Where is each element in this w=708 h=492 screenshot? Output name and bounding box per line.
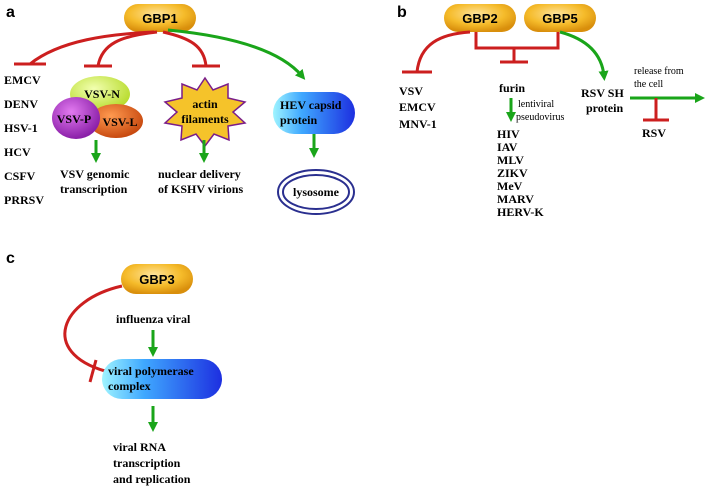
gbp1-inhibit-vsv [96,30,158,67]
furin-virus-list: HIV IAV MLV ZIKV MeV MARV HERV-K [497,127,544,219]
virus-list-item: IAV [497,140,518,154]
gbp2-label: GBP2 [462,11,497,26]
virus-list-item: HERV-K [497,205,544,219]
virus-list-item: CSFV [4,169,36,183]
virus-list-item: MARV [497,192,534,206]
outcome-line1: viral RNA [113,440,166,454]
gbp5-label: GBP5 [542,11,577,26]
vsv-outcome-line2: transcription [60,182,128,196]
virus-list-item: EMCV [4,73,41,87]
gbp3-inhibit-polymerase [63,284,123,373]
gbp3-inhibit-polymerase-bar [88,359,98,383]
gbp1-inhibit-actin [162,30,208,67]
vsv-outcome-line1: VSV genomic [60,167,130,181]
panel-c-letter: c [6,250,15,267]
actin-outcome-line1: nuclear delivery [158,167,241,181]
outcome-line2: transcription [113,456,181,470]
furin-label: furin [499,81,525,95]
release-line1: release from [634,66,684,77]
rsv-sh-line2: protein [586,101,623,115]
rsv-sh-line1: RSV SH [581,86,624,100]
lysosome-node: lysosome [277,169,355,215]
vsv-n-label: VSV-N [84,87,120,101]
virus-list-item: ZIKV [497,166,528,180]
lysosome-label: lysosome [293,185,340,199]
vsv-p-blob [52,97,100,139]
actin-starburst: actin filaments [163,76,247,148]
polymerase-pill [102,359,222,399]
actin-outcome-line2: of KSHV virions [158,182,243,196]
gbp2-inhibit-virus-list [415,30,471,73]
polymerase-line1: viral polymerase [108,364,194,378]
virus-list-item: HSV-1 [4,121,38,135]
virus-list-item: VSV [399,84,423,98]
virus-list-item: MeV [497,179,523,193]
virus-list-item: EMCV [399,100,436,114]
vsv-protein-cluster: VSV-N VSV-P VSV-L [52,76,143,139]
vsv-l-label: VSV-L [102,115,137,129]
virus-list-item: MNV-1 [399,117,437,131]
hev-label-line2: protein [280,113,317,127]
gbp2-node: GBP2 [444,4,516,32]
pseudo-line1: lentiviral [518,99,554,110]
polymerase-line2: complex [108,379,151,393]
actin-label-line1: actin [192,97,218,111]
panel-b-letter: b [397,4,407,21]
hev-capsid-pill [273,92,355,134]
virus-list-item: PRRSV [4,193,44,207]
gbp1-activate-hev [167,28,306,80]
panel-a-virus-list: EMCV DENV HSV-1 HCV CSFV PRRSV [4,73,44,207]
gbp5-activate-rsv-sh [559,30,609,81]
hev-label-line1: HEV capsid [280,98,342,112]
actin-label-line2: filaments [181,112,229,126]
virus-list-item: HIV [497,127,520,141]
outcome-line3: and replication [113,472,191,486]
gbp3-node: GBP3 [121,264,193,294]
polymerase-node: viral polymerase complex [102,359,222,399]
panel-b-virus-list: VSV EMCV MNV-1 [399,84,437,131]
gbp3-label: GBP3 [139,272,174,287]
gbp5-node: GBP5 [524,4,596,32]
panel-a-letter: a [6,4,15,21]
gbp1-label: GBP1 [142,11,177,26]
vsv-l-blob [89,104,143,138]
virus-list-item: DENV [4,97,38,111]
virus-list-item: MLV [497,153,524,167]
virus-list-item: HCV [4,145,31,159]
hev-capsid-node: HEV capsid protein [273,92,355,134]
gbp1-inhibit-virus-list [29,30,155,66]
vsv-p-label: VSV-P [57,112,91,126]
influenza-label: influenza viral [116,312,191,326]
rsv-label: RSV [642,126,666,140]
release-line2: the cell [634,79,663,90]
gbp2-gbp5-bracket [474,32,560,50]
gbp1-node: GBP1 [124,4,196,32]
pseudo-line2: pseudovirus [516,112,564,123]
